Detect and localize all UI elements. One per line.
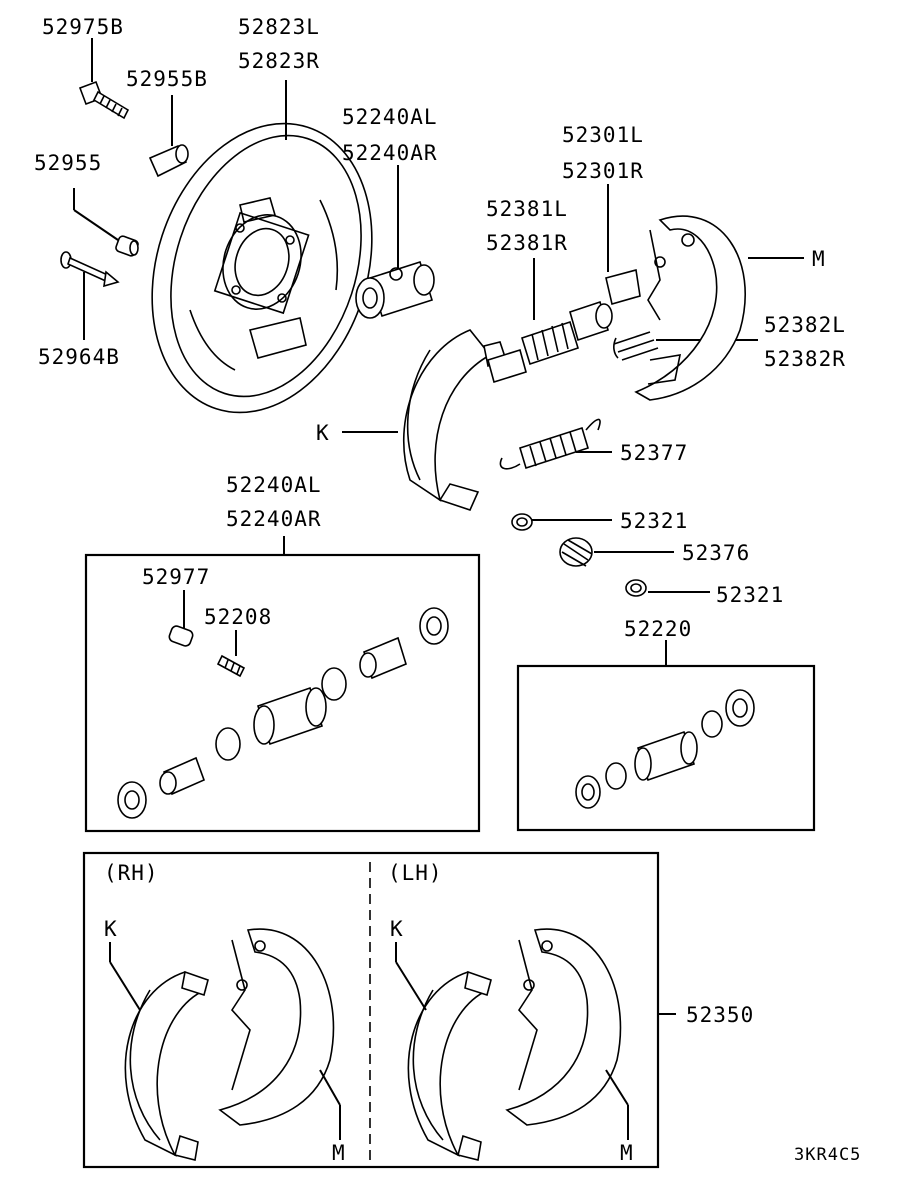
label-52220: 52220 (624, 617, 692, 641)
kit-52220-parts (575, 689, 755, 809)
backing-plate (151, 122, 373, 414)
brake-shoe-k-top (402, 329, 508, 511)
label-52208: 52208 (204, 605, 272, 629)
label-52964b: 52964B (38, 345, 120, 369)
spring-52376 (559, 537, 593, 567)
label-rh: (RH) (104, 861, 159, 885)
leader (319, 1069, 341, 1106)
label-m-rh: M (332, 1141, 346, 1165)
label-52975b: 52975B (42, 15, 124, 39)
kit-box-52350 (82, 851, 660, 1169)
label-52376: 52376 (682, 541, 750, 565)
cup-52321-a (511, 513, 533, 531)
label-m-top: M (812, 247, 826, 271)
spring-52382 (613, 331, 659, 361)
brake-shoe-m-rh (218, 928, 335, 1126)
spring-52377 (499, 418, 601, 470)
label-52823l: 52823L (238, 15, 320, 39)
leader (109, 961, 141, 1011)
label-52382r: 52382R (764, 347, 846, 371)
label-52382l: 52382L (764, 313, 846, 337)
bushing-52955 (115, 235, 139, 257)
label-52321-b: 52321 (716, 583, 784, 607)
brake-shoe-k-rh (124, 970, 209, 1161)
pin-52964b (60, 251, 120, 288)
label-m-lh: M (620, 1141, 634, 1165)
leader (605, 1069, 629, 1106)
label-52301r: 52301R (562, 159, 644, 183)
label-k-rh: K (104, 917, 118, 941)
leader (395, 961, 427, 1011)
plug-52955b (148, 144, 189, 178)
label-52955b: 52955B (126, 67, 208, 91)
label-52350: 52350 (686, 1003, 754, 1027)
label-52240al-top: 52240AL (342, 105, 438, 129)
adjuster-52381 (487, 268, 641, 384)
label-52377: 52377 (620, 441, 688, 465)
wheel-cylinder-top (355, 260, 435, 319)
label-k-lh: K (390, 917, 404, 941)
kit-box-52220 (516, 664, 816, 832)
brake-shoe-k-lh (407, 970, 492, 1161)
label-k-top: K (316, 421, 330, 445)
label-52381l: 52381L (486, 197, 568, 221)
brake-shoe-m-lh (505, 928, 622, 1126)
label-52321-a: 52321 (620, 509, 688, 533)
label-52823r: 52823R (238, 49, 320, 73)
diagram-code: 3KR4C5 (794, 1145, 861, 1165)
label-52977: 52977 (142, 565, 210, 589)
cup-52321-b (625, 579, 647, 597)
label-52240al-box: 52240AL (226, 473, 322, 497)
kit-52240-parts (117, 607, 449, 819)
label-52381r: 52381R (486, 231, 568, 255)
label-52240ar-box: 52240AR (226, 507, 322, 531)
label-lh: (LH) (388, 861, 443, 885)
kit-box-52240 (84, 553, 481, 833)
label-52955: 52955 (34, 151, 102, 175)
bolt-52975b (78, 80, 130, 120)
brake-shoe-m-top (634, 215, 746, 401)
label-52301l: 52301L (562, 123, 644, 147)
leader (73, 209, 119, 241)
label-52240ar-top: 52240AR (342, 141, 438, 165)
